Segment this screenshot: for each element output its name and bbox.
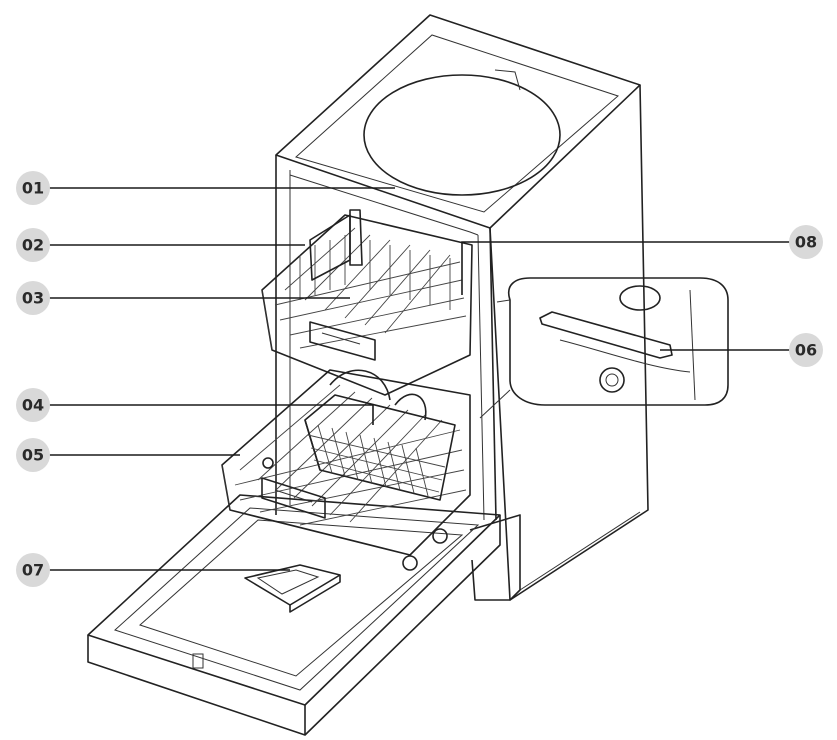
callout-05: 05 xyxy=(16,438,50,472)
callout-01: 01 xyxy=(16,171,50,205)
leader-08 xyxy=(461,241,790,295)
callout-05-label: 05 xyxy=(22,446,44,465)
open-door xyxy=(87,494,501,736)
callout-08: 08 xyxy=(789,225,823,259)
callout-04: 04 xyxy=(16,388,50,422)
callout-06: 06 xyxy=(789,333,823,367)
leader-04 xyxy=(47,404,374,425)
callout-04-label: 04 xyxy=(22,396,44,415)
callout-03: 03 xyxy=(16,281,50,315)
callout-08-label: 08 xyxy=(795,233,817,252)
callout-06-label: 06 xyxy=(795,341,817,360)
callout-02: 02 xyxy=(16,228,50,262)
dishwasher-body xyxy=(275,14,649,601)
cutlery-basket xyxy=(304,369,456,501)
callout-03-label: 03 xyxy=(22,289,44,308)
callout-07: 07 xyxy=(16,553,50,587)
upper-rack xyxy=(261,209,473,396)
lower-rack xyxy=(221,369,471,571)
callout-01-label: 01 xyxy=(22,179,44,198)
callout-02-label: 02 xyxy=(22,236,44,255)
callout-07-label: 07 xyxy=(22,561,44,580)
spray-arm-inset xyxy=(479,277,729,419)
